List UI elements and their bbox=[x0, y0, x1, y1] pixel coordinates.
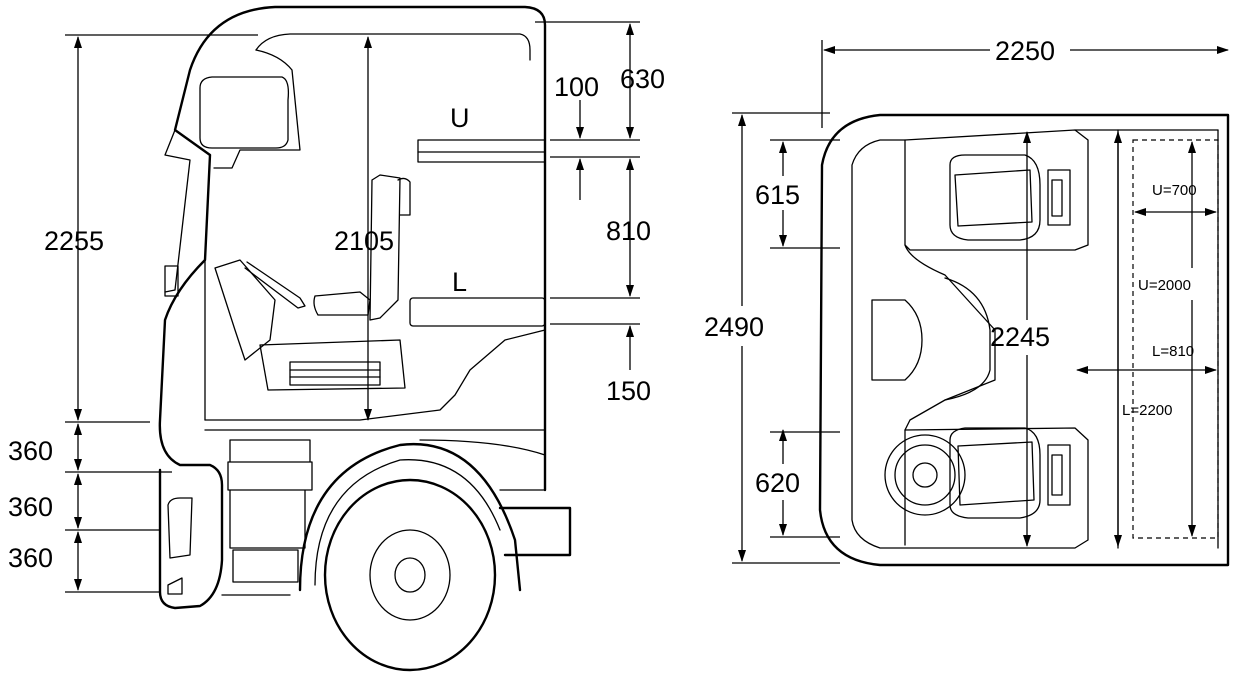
passenger-seat bbox=[949, 154, 1041, 241]
dim-360-a: 360 bbox=[8, 436, 53, 466]
dim-2255: 2255 bbox=[44, 226, 104, 256]
front-wheel bbox=[323, 478, 497, 672]
upper-bunk-outline bbox=[1132, 139, 1219, 539]
steering-wheel bbox=[214, 259, 276, 361]
windshield-pillar bbox=[164, 129, 191, 293]
label-lower: L bbox=[452, 267, 467, 297]
dim-360-b: 360 bbox=[8, 492, 53, 522]
plan-floor bbox=[851, 129, 1089, 549]
driver-seat-plan bbox=[949, 427, 1041, 519]
plan-outline bbox=[818, 113, 1230, 567]
step-box bbox=[227, 439, 313, 549]
upper-bunk bbox=[417, 139, 546, 163]
dim-u-700: U=700 bbox=[1152, 182, 1197, 199]
plan-view: 2250 2490 615 620 2245 U=700 U=2000 L=81… bbox=[704, 36, 1230, 567]
dim-615: 615 bbox=[755, 180, 800, 210]
engine-tunnel bbox=[871, 299, 923, 381]
lower-bunk bbox=[409, 297, 546, 327]
dim-2250: 2250 bbox=[995, 36, 1055, 66]
dim-2490: 2490 bbox=[704, 312, 764, 342]
wheel-arch bbox=[298, 442, 522, 592]
cab-outline bbox=[158, 5, 547, 610]
dim-2105: 2105 bbox=[334, 226, 394, 256]
dim-620: 620 bbox=[755, 468, 800, 498]
dim-100: 100 bbox=[554, 72, 599, 102]
dim-630: 630 bbox=[620, 64, 665, 94]
dim-360-c: 360 bbox=[8, 543, 53, 573]
dim-u-2000: U=2000 bbox=[1138, 277, 1191, 294]
dim-2245: 2245 bbox=[990, 322, 1050, 352]
dim-l-2200: L=2200 bbox=[1122, 402, 1172, 419]
label-upper: U bbox=[450, 103, 470, 133]
side-window bbox=[199, 76, 290, 149]
steering-wheel-plan bbox=[884, 434, 966, 516]
side-view: 2255 2105 360 360 360 100 630 U 810 L 15… bbox=[8, 5, 665, 672]
driver-seat bbox=[313, 291, 371, 316]
dim-l-810: L=810 bbox=[1152, 343, 1194, 360]
dim-810: 810 bbox=[606, 216, 651, 246]
dim-150: 150 bbox=[606, 376, 651, 406]
chassis-rail bbox=[498, 506, 572, 557]
